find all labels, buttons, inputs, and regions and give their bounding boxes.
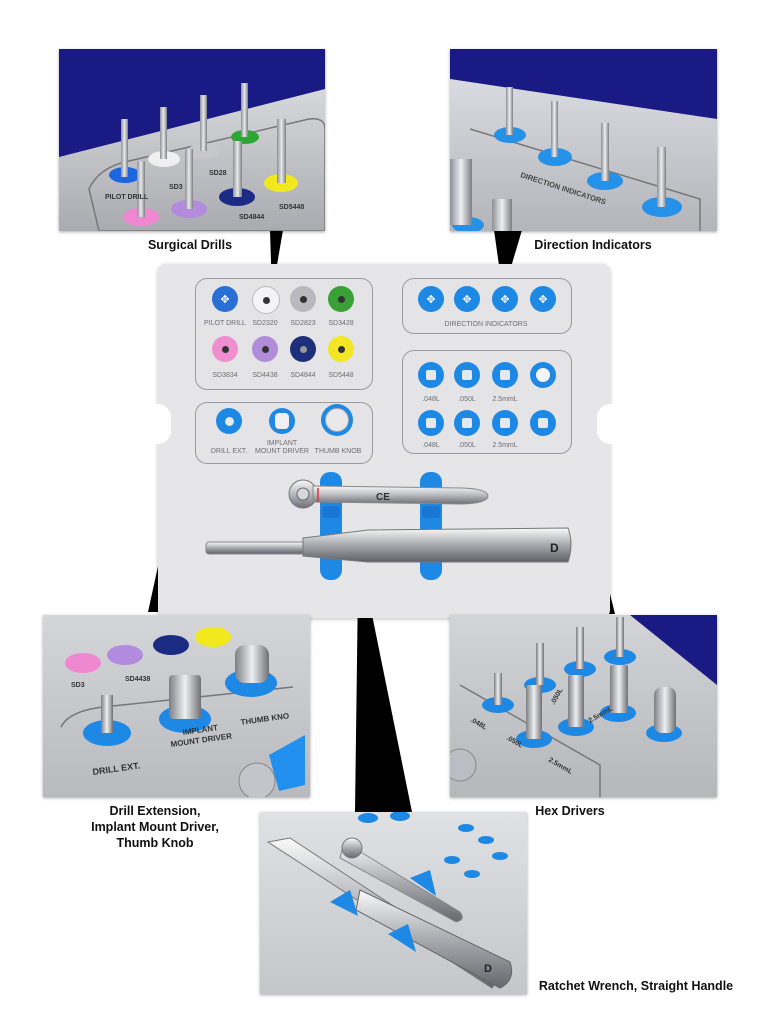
caption-line: Drill Extension, [109,804,201,818]
drill-label: SD3834 [212,372,238,379]
drill-slot-sd3834 [212,336,238,362]
photo-drill-extension: SD3 SD4438 DRILL EXT. IMPLANT MOUNT DRIV… [43,615,310,797]
direction-slot: ✥ [454,286,480,312]
direction-indicators-label: DIRECTION INDICATORS [444,321,528,328]
hex-label: .048L [422,442,440,449]
photo-label: SD4844 [239,214,264,221]
drill-label: SD2823 [290,320,316,327]
drill-slot-sd5448 [328,336,354,362]
caption-direction-indicators: Direction Indicators [534,238,652,252]
drill-label: SD3428 [328,320,354,327]
drill-slot-sd4844 [290,336,316,362]
direction-slot: ✥ [530,286,556,312]
photo-hex-drivers: .048L .050L 2.5mmL .050L 2.5mmL [450,615,717,797]
hex-slot [492,362,518,388]
caption-drill-extension: Drill Extension, Implant Mount Driver, T… [60,803,250,851]
direction-slot: ✥ [492,286,518,312]
hex-label: .050L [458,396,476,403]
hex-slot [492,410,518,436]
drill-label: SD2320 [252,320,278,327]
hex-slot [454,410,480,436]
surgical-kit-tray: ✥ PILOT DRILL SD2320 SD2823 SD3428 SD383… [145,264,623,618]
drill-slot-sd3428 [328,286,354,312]
caption-line: Thumb Knob [116,836,194,850]
thumb-knob-label: THUMB KNOB [314,448,362,455]
caption-line: Implant Mount Driver, [91,820,219,834]
drill-ext-label: DRILL EXT. [210,448,248,455]
drill-slot-sd2823 [290,286,316,312]
hex-label: 2.5mmL [492,442,518,449]
photo-label: PILOT DRILL [105,194,149,201]
implant-mount-slot [269,408,295,434]
tray-notch-left [145,404,171,444]
hex-slot [530,362,556,388]
implant-label: IMPLANT [266,440,298,447]
ratchet-illustration: D [260,812,527,994]
hex-slot [530,410,556,436]
drill-label: SD4438 [252,372,278,379]
photo-surgical-drills: PILOT DRILL SD3 SD28 SD4844 SD5448 [59,49,325,231]
thumb-knob-slot [321,404,353,436]
tray-notch-right [597,404,623,444]
surgical-drills-illustration: PILOT DRILL SD3 SD28 SD4844 SD5448 [59,83,325,231]
handle-logo-icon: D [484,963,492,975]
drill-slot-pilot: ✥ [212,286,238,312]
drill-label: SD4844 [290,372,316,379]
direction-slot: ✥ [418,286,444,312]
drill-slot-sd2320 [252,286,280,314]
photo-label: SD3 [169,184,183,191]
photo-label: SD5448 [279,204,304,211]
drill-ext-slot [216,408,242,434]
photo-label: SD28 [209,170,227,177]
drill-extension-illustration: SD3 SD4438 DRILL EXT. IMPLANT MOUNT DRIV… [43,615,310,797]
hex-slot [418,362,444,388]
drill-label: PILOT DRILL [204,320,246,327]
drill-label: SD5448 [328,372,354,379]
photo-direction-indicators: DIRECTION INDICATORS [450,49,717,231]
straight-handle: D [205,527,572,563]
caption-hex-drivers: Hex Drivers [535,804,605,818]
implant-label: MOUNT DRIVER [255,448,309,455]
caption-ratchet-wrench: Ratchet Wrench, Straight Handle [538,979,734,993]
hex-slot [454,362,480,388]
handle-logo-icon: D [550,541,559,555]
hex-label: .050L [458,442,476,449]
drill-shanks [121,83,286,217]
ratchet-and-handle: CE D [205,472,572,580]
photo-label: SD3 [71,682,85,689]
direction-indicators-illustration: DIRECTION INDICATORS [450,79,717,231]
hex-slot [418,410,444,436]
ratchet-wrench: CE [288,479,489,509]
ce-mark: CE [376,492,390,503]
photo-ratchet-wrench: D [260,812,527,994]
hex-label: 2.5mmL [492,396,518,403]
hex-label: .048L [422,396,440,403]
drill-slot-sd4438 [252,336,278,362]
hex-drivers-illustration: .048L .050L 2.5mmL .050L 2.5mmL [450,615,717,797]
caption-surgical-drills: Surgical Drills [147,238,233,252]
photo-label: SD4438 [125,676,150,683]
connector-ratchet [355,585,412,812]
